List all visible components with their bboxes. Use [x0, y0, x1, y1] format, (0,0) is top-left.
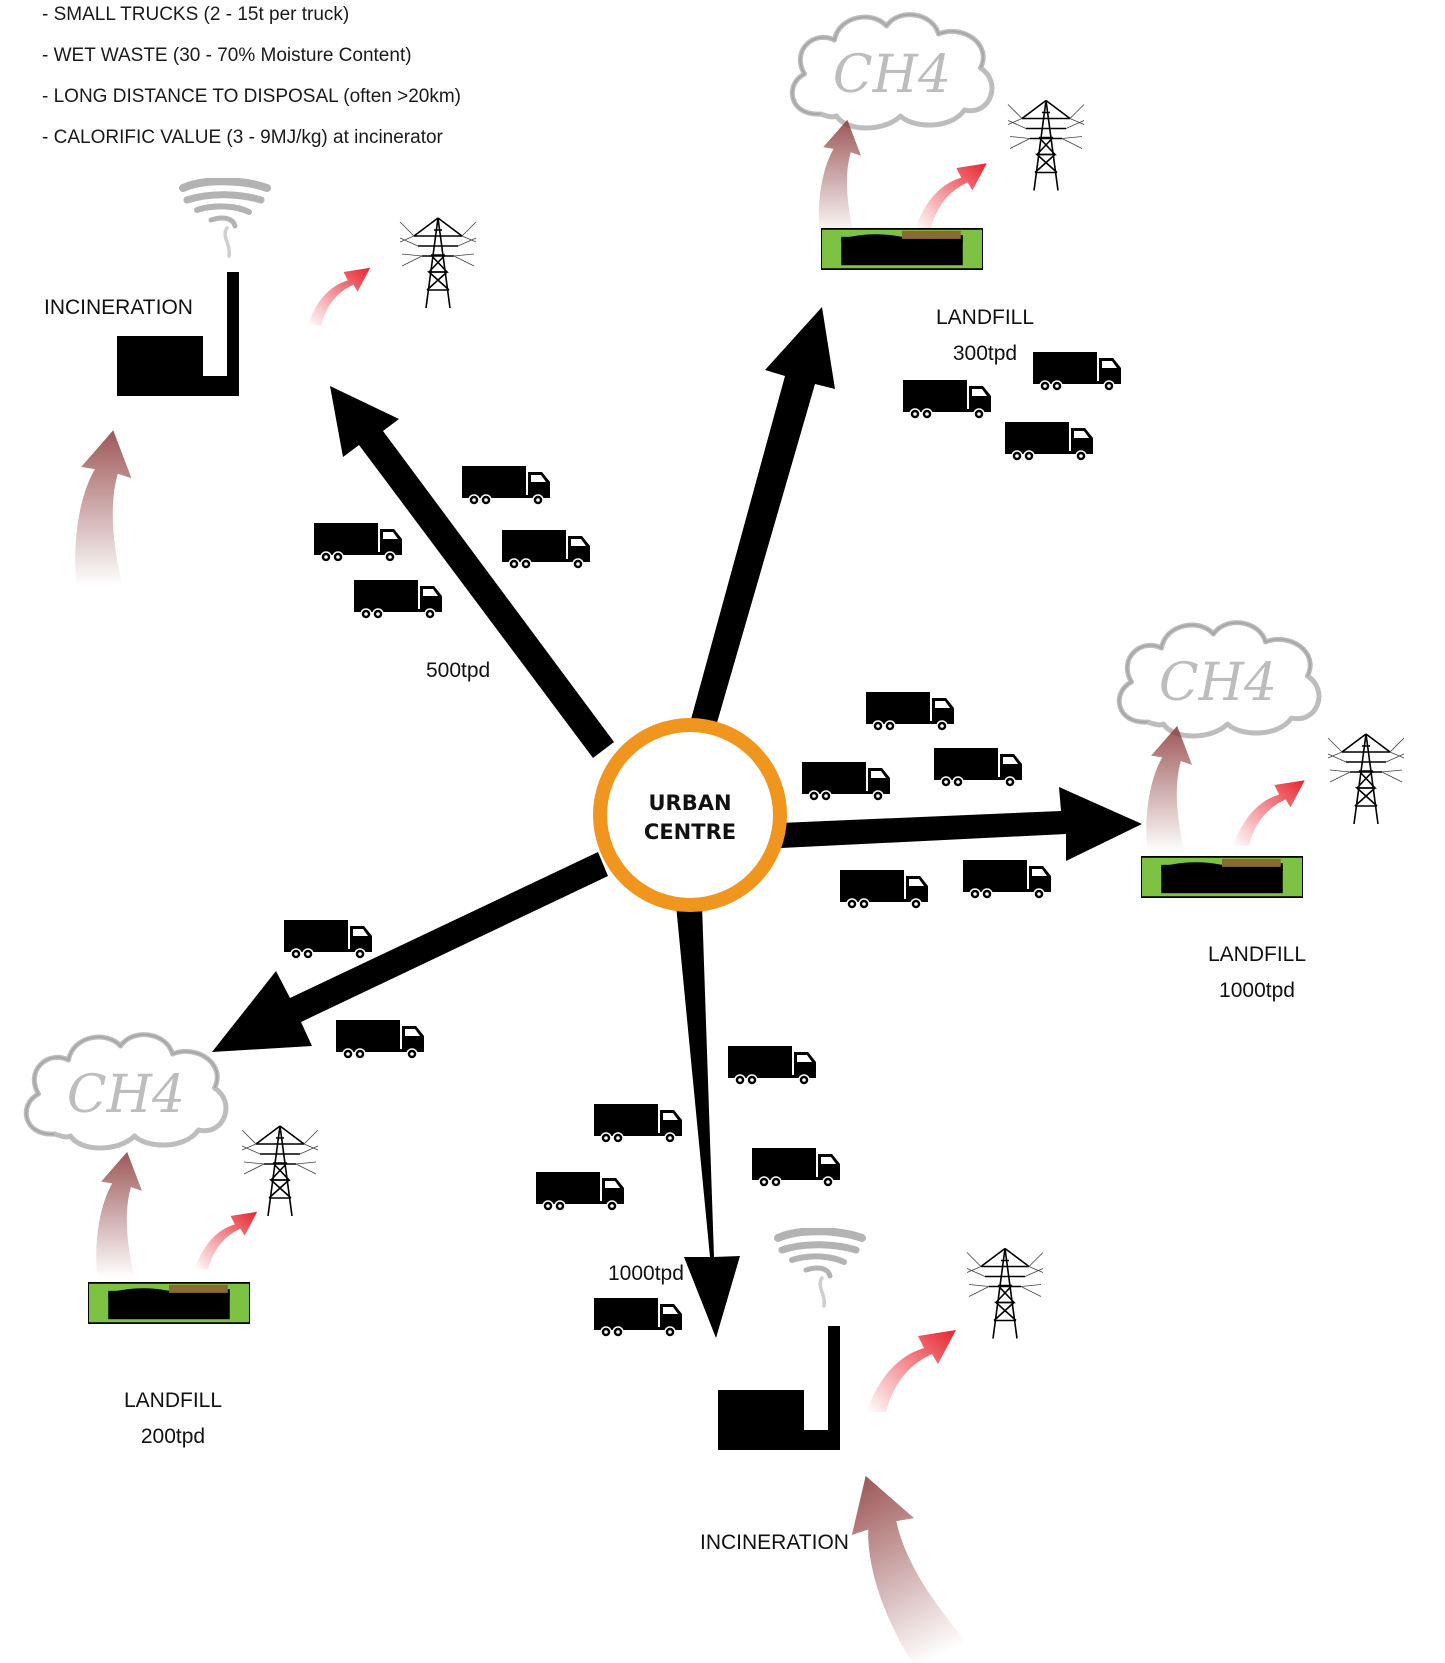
note-wet-waste: - WET WASTE (30 - 70% Moisture Content)	[42, 45, 412, 66]
hub-line-2: CENTRE	[644, 820, 736, 844]
landfill-n	[821, 228, 983, 270]
truck	[594, 1104, 683, 1144]
truck	[536, 1172, 625, 1212]
landfill-sw	[88, 1282, 250, 1324]
landfill-n-group: CH4	[792, 15, 1085, 270]
truck	[752, 1148, 841, 1188]
pylon-sw	[241, 1125, 319, 1217]
incineration-nw-flow: 500tpd	[426, 659, 491, 682]
urban-centre-hub: URBAN CENTRE	[593, 718, 787, 912]
gas-arrow-sw	[96, 1151, 142, 1279]
gas-arrow-e	[1146, 725, 1192, 853]
landfill-n-label: LANDFILL	[935, 306, 1035, 329]
heat-arrow-nw	[307, 267, 371, 326]
truck	[314, 523, 403, 563]
gas-arrow-n	[818, 119, 861, 237]
landfill-e-label: LANDFILL	[1207, 943, 1307, 966]
incineration-nw-label: INCINERATION	[44, 296, 193, 319]
landfill-sw-flow: 200tpd	[140, 1425, 206, 1448]
pylon-e	[1327, 733, 1405, 825]
incinerator-s	[718, 1326, 840, 1450]
arrow-to-incineration-nw	[330, 386, 614, 758]
pylon-n	[1007, 99, 1085, 192]
truck	[462, 466, 551, 506]
truck	[840, 870, 929, 910]
heat-arrow-e	[1232, 780, 1305, 846]
note-small-trucks: - SMALL TRUCKS (2 - 15t per truck)	[42, 4, 350, 25]
truck	[963, 860, 1052, 900]
truck	[354, 580, 443, 620]
landfill-sw-label: LANDFILL	[123, 1389, 223, 1412]
gas-arrow-s	[823, 1465, 978, 1663]
landfill-e	[1141, 856, 1303, 898]
truck	[594, 1298, 683, 1338]
gas-label-e: CH4	[1159, 653, 1277, 713]
incineration-s-label: INCINERATION	[700, 1531, 849, 1554]
note-long-distance: - LONG DISTANCE TO DISPOSAL (often >20km…	[42, 86, 462, 107]
heat-arrow-s	[866, 1330, 956, 1412]
truck	[866, 692, 955, 732]
pylon-s	[966, 1247, 1044, 1340]
flow-arrows	[212, 307, 1142, 1338]
pylon-nw	[399, 217, 477, 309]
heat-arrow-n	[914, 163, 987, 229]
landfill-sw-group: CH4	[26, 1035, 319, 1324]
truck	[903, 380, 992, 420]
hub-line-1: URBAN	[648, 791, 731, 815]
truck	[284, 920, 373, 960]
truck	[336, 1020, 425, 1060]
heat-arrow-sw	[194, 1211, 258, 1270]
landfill-n-flow: 300tpd	[952, 342, 1018, 365]
arrow-to-landfill-e	[780, 787, 1142, 861]
incineration-s-group	[718, 1231, 1044, 1663]
gas-arrow-nw	[75, 430, 132, 586]
incineration-nw-group	[75, 181, 477, 586]
truck	[934, 748, 1023, 788]
truck	[728, 1046, 817, 1086]
truck	[1005, 422, 1094, 462]
arrow-to-landfill-n	[687, 307, 835, 740]
landfill-e-flow: 1000tpd	[1219, 979, 1295, 1002]
truck	[502, 530, 591, 570]
smoke-s	[778, 1231, 862, 1306]
landfill-e-group: CH4	[1119, 623, 1405, 898]
gas-label-sw: CH4	[67, 1065, 185, 1125]
note-calorific-value: - CALORIFIC VALUE (3 - 9MJ/kg) at incine…	[42, 127, 443, 148]
truck	[802, 762, 891, 802]
arrow-to-landfill-sw	[212, 852, 608, 1052]
incineration-s-flow: 1000tpd	[608, 1262, 684, 1285]
smoke-nw	[183, 181, 267, 256]
gas-label-n: CH4	[833, 45, 951, 105]
arrow-to-incineration-s	[676, 905, 740, 1338]
